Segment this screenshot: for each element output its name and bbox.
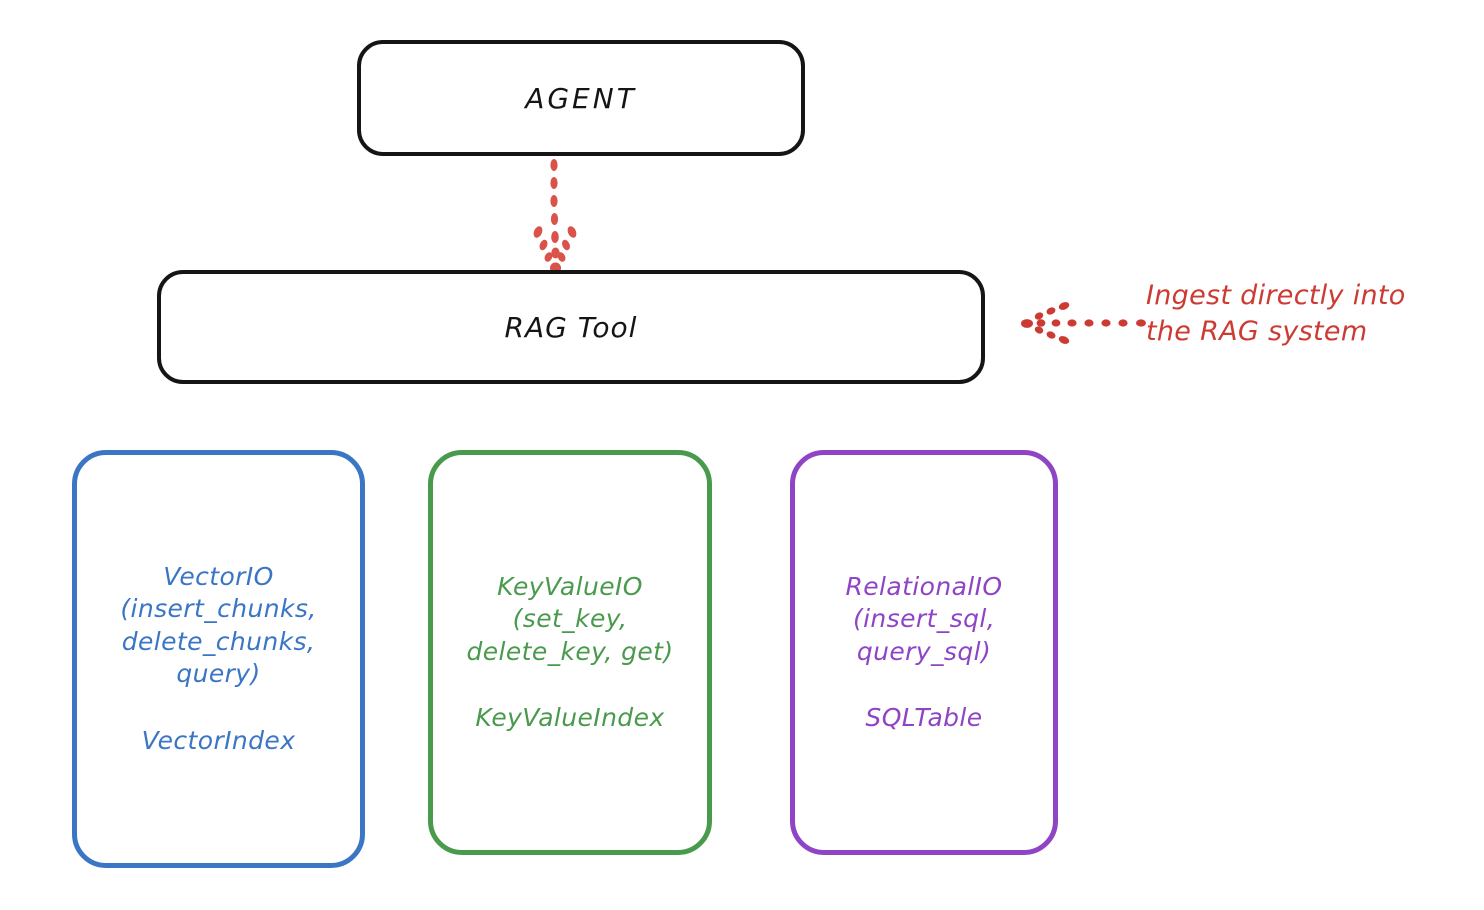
node-vector-io[interactable]: VectorIO (insert_chunks, delete_chunks, … [72,450,365,868]
node-vector-io-api-label: VectorIO (insert_chunks, delete_chunks, … [120,561,317,689]
node-rag-tool[interactable]: RAG Tool [157,270,985,384]
node-key-value-io[interactable]: KeyValueIO (set_key, delete_key, get) Ke… [428,450,712,855]
node-relational-io[interactable]: RelationalIO (insert_sql, query_sql) SQL… [790,450,1058,855]
connector-agent-to-rag-tool-dotted-arrow-icon [505,158,605,276]
node-key-value-io-index-label: KeyValueIndex [475,703,665,732]
node-agent[interactable]: AGENT [357,40,805,156]
node-relational-io-api-label: RelationalIO (insert_sql, query_sql) [845,571,1003,666]
node-agent-label: AGENT [525,81,637,115]
node-rag-tool-label: RAG Tool [504,310,638,344]
connector-ingest-dotted-arrow-icon [1012,295,1148,351]
node-relational-io-index-label: SQLTable [865,703,983,732]
node-vector-io-index-label: VectorIndex [141,725,296,755]
node-key-value-io-api-label: KeyValueIO (set_key, delete_key, get) [466,571,674,666]
annotation-ingest-note: Ingest directly into the RAG system [1146,280,1406,347]
